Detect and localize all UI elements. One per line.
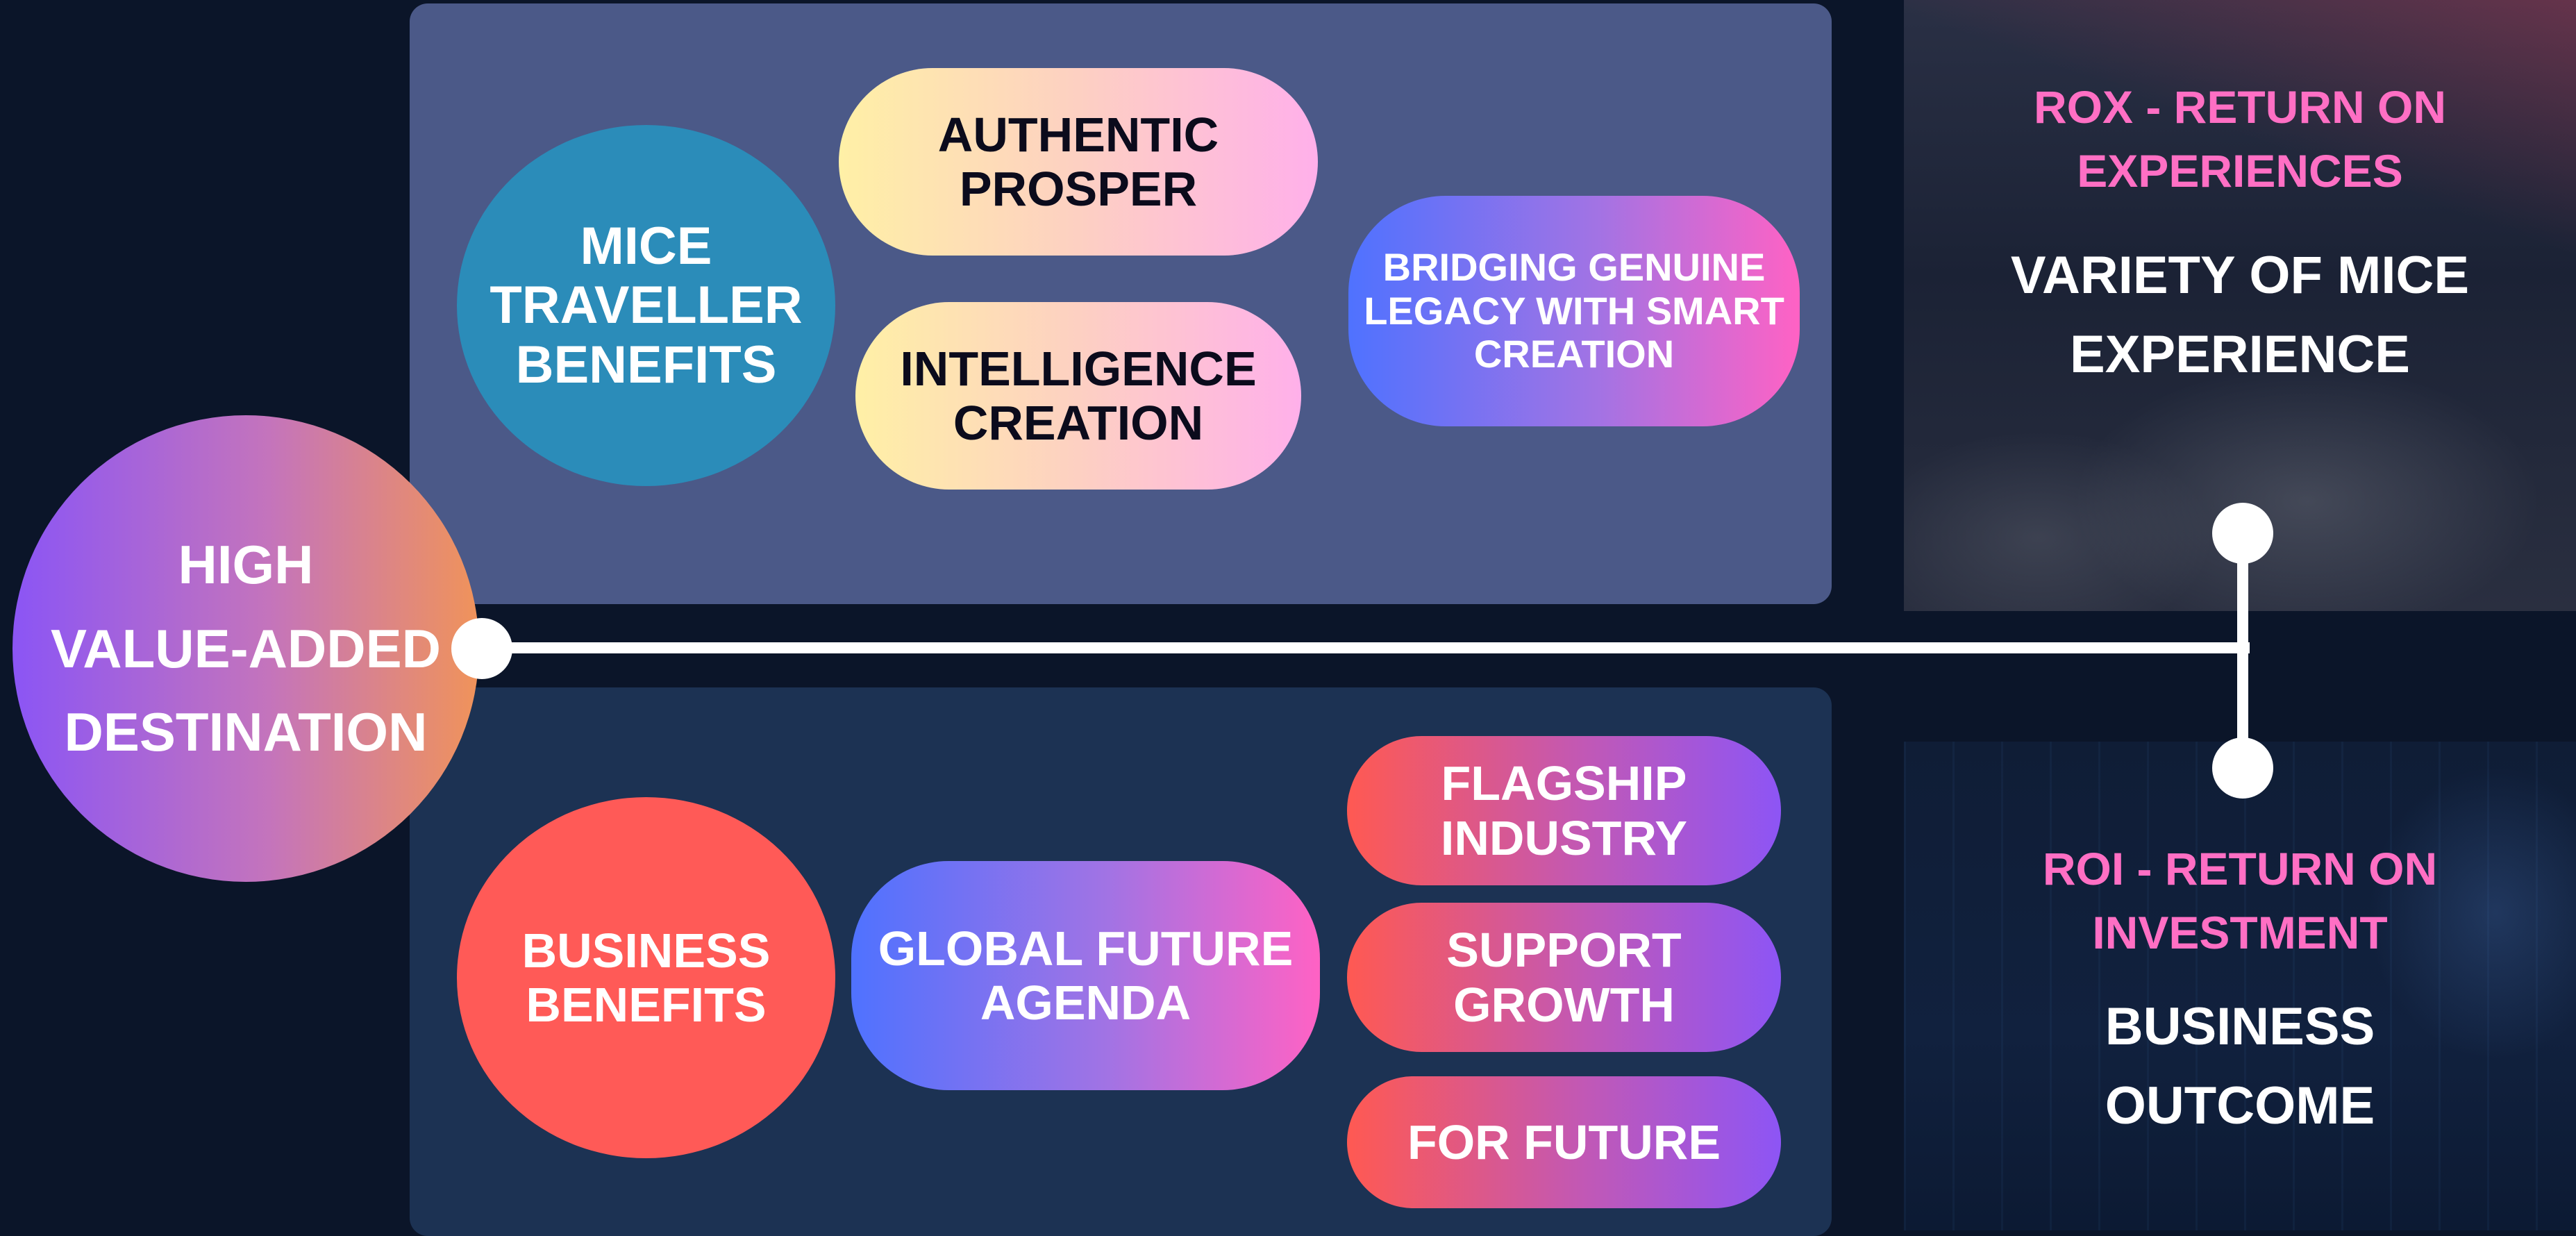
connector-dot-hub <box>451 618 512 679</box>
bridging-legacy-pill: BRIDGING GENUINE LEGACY WITH SMART CREAT… <box>1348 196 1800 426</box>
business-benefits-circle: BUSINESS BENEFITS <box>457 797 835 1158</box>
mice-traveller-benefits-circle: MICE TRAVELLER BENEFITS <box>457 125 835 486</box>
business-chart-image <box>1904 742 2576 1230</box>
rox-title: ROX - RETURN ON EXPERIENCES <box>2034 81 2446 197</box>
rox-subtitle: VARIETY OF MICE EXPERIENCE <box>2010 246 2470 384</box>
for-future-pill: FOR FUTURE <box>1347 1076 1781 1208</box>
intelligence-creation-pill: INTELLIGENCE CREATION <box>855 302 1301 490</box>
global-future-agenda-pill: GLOBAL FUTURE AGENDA <box>851 861 1320 1090</box>
roi-subtitle: BUSINESS OUTCOME <box>2105 997 2375 1135</box>
authentic-prosper-pill: AUTHENTIC PROSPER <box>839 68 1318 256</box>
roi-title: ROI - RETURN ON INVESTMENT <box>2042 843 2438 959</box>
support-growth-pill: SUPPORT GROWTH <box>1347 903 1781 1052</box>
connector-horizontal-line <box>479 642 2250 653</box>
connector-dot-roi <box>2212 737 2273 799</box>
connector-vertical-line <box>2237 531 2248 767</box>
connector-dot-rox <box>2212 503 2273 564</box>
center-hub-circle: HIGH VALUE-ADDED DESTINATION <box>12 415 479 882</box>
flagship-industry-pill: FLAGSHIP INDUSTRY <box>1347 736 1781 885</box>
